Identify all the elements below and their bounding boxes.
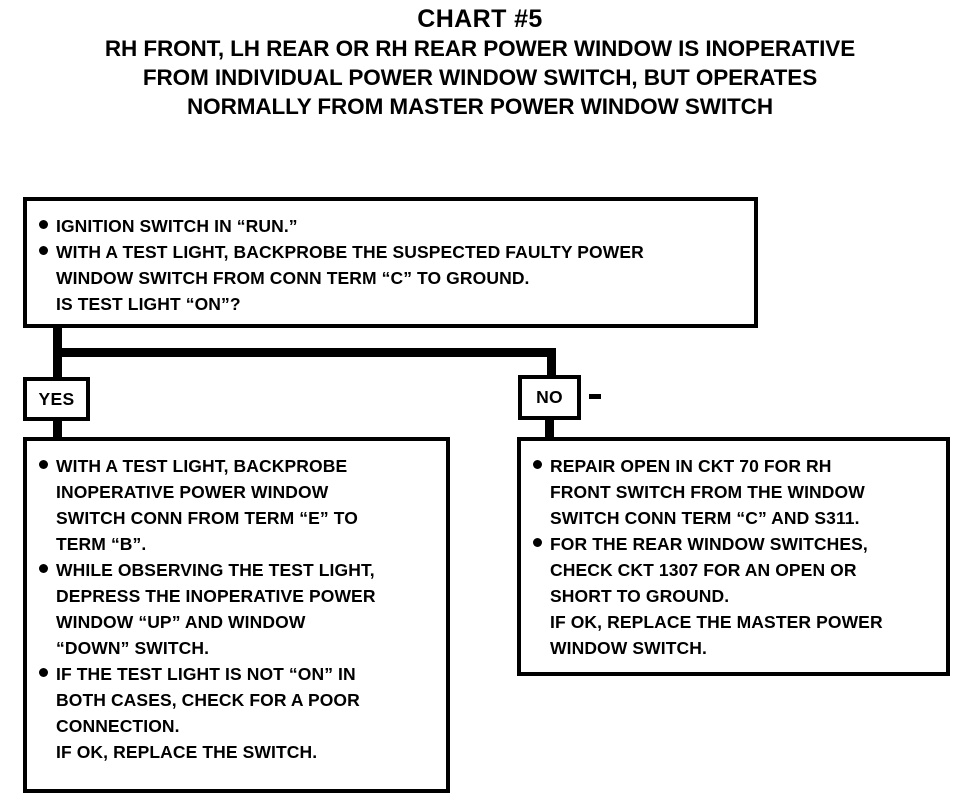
connector-stem-from-decision	[53, 328, 62, 357]
list-item: REPAIR OPEN IN CKT 70 FOR RH FRONT SWITC…	[521, 453, 946, 531]
no-outcome-box: REPAIR OPEN IN CKT 70 FOR RH FRONT SWITC…	[517, 437, 950, 676]
list-item: WHILE OBSERVING THE TEST LIGHT, DEPRESS …	[27, 557, 446, 661]
text-line: WINDOW SWITCH.	[550, 638, 707, 658]
text-line: WHILE OBSERVING THE TEST LIGHT,	[56, 560, 375, 580]
text-line: WINDOW “UP” AND WINDOW	[56, 612, 306, 632]
text-line: WITH A TEST LIGHT, BACKPROBE	[56, 456, 348, 476]
text-line: IF OK, REPLACE THE SWITCH.	[56, 742, 318, 762]
connector-branch-bar	[53, 348, 556, 357]
bullet-icon	[521, 531, 550, 557]
bullet-icon	[27, 213, 56, 239]
text-line: SWITCH CONN TERM “C” AND S311.	[550, 508, 860, 528]
text-line: IF OK, REPLACE THE MASTER POWER	[550, 612, 883, 632]
text-line: FRONT SWITCH FROM THE WINDOW	[550, 482, 865, 502]
bullet-icon	[27, 453, 56, 479]
list-item-text: WHILE OBSERVING THE TEST LIGHT, DEPRESS …	[56, 557, 446, 661]
list-item-text: WITH A TEST LIGHT, BACKPROBE THE SUSPECT…	[56, 239, 754, 317]
text-line: CONNECTION.	[56, 716, 180, 736]
yes-outcome-bullet-list: WITH A TEST LIGHT, BACKPROBE INOPERATIVE…	[27, 441, 446, 801]
list-item: IF THE TEST LIGHT IS NOT “ON” IN BOTH CA…	[27, 661, 446, 765]
no-outcome-bullet-list: REPAIR OPEN IN CKT 70 FOR RH FRONT SWITC…	[521, 441, 946, 684]
decision-bullet-list: IGNITION SWITCH IN “RUN.” WITH A TEST LI…	[27, 201, 754, 336]
text-line: BOTH CASES, CHECK FOR A POOR	[56, 690, 360, 710]
chart-number: CHART #5	[417, 5, 543, 33]
chart-subtitle-line-3: NORMALLY FROM MASTER POWER WINDOW SWITCH	[187, 94, 773, 119]
list-item: IGNITION SWITCH IN “RUN.”	[27, 213, 754, 239]
chart-subtitle-line-1: RH FRONT, LH REAR OR RH REAR POWER WINDO…	[104, 36, 856, 61]
text-line: WINDOW SWITCH FROM CONN TERM “C” TO GROU…	[56, 268, 530, 288]
list-item-text: WITH A TEST LIGHT, BACKPROBE INOPERATIVE…	[56, 453, 446, 557]
chart-subtitle-line-2: FROM INDIVIDUAL POWER WINDOW SWITCH, BUT…	[142, 65, 818, 90]
list-item: WITH A TEST LIGHT, BACKPROBE INOPERATIVE…	[27, 453, 446, 557]
decision-box: IGNITION SWITCH IN “RUN.” WITH A TEST LI…	[23, 197, 758, 328]
text-line: TERM “B”.	[56, 534, 147, 554]
text-line: SWITCH CONN FROM TERM “E” TO	[56, 508, 358, 528]
text-line: IS TEST LIGHT “ON”?	[56, 294, 241, 314]
text-line: REPAIR OPEN IN CKT 70 FOR RH	[550, 456, 832, 476]
connector-stem-to-no	[547, 352, 556, 377]
list-item: WITH A TEST LIGHT, BACKPROBE THE SUSPECT…	[27, 239, 754, 317]
chart-title-block: CHART #5 RH FRONT, LH REAR OR RH REAR PO…	[0, 4, 960, 121]
text-line: FOR THE REAR WINDOW SWITCHES,	[550, 534, 868, 554]
connector-stem-to-yes	[53, 357, 62, 379]
branch-label-yes-text: YES	[38, 389, 75, 409]
text-line: “DOWN” SWITCH.	[56, 638, 210, 658]
bullet-icon	[27, 239, 56, 265]
list-item-text: REPAIR OPEN IN CKT 70 FOR RH FRONT SWITC…	[550, 453, 946, 531]
connector-yes-to-outcome	[53, 420, 62, 439]
text-line: SHORT TO GROUND.	[550, 586, 730, 606]
bullet-icon	[27, 557, 56, 583]
branch-label-no-text: NO	[536, 387, 563, 407]
list-item-text: IGNITION SWITCH IN “RUN.”	[56, 213, 754, 239]
list-item: FOR THE REAR WINDOW SWITCHES, CHECK CKT …	[521, 531, 946, 661]
text-line: IGNITION SWITCH IN “RUN.”	[56, 216, 298, 236]
list-item-text: FOR THE REAR WINDOW SWITCHES, CHECK CKT …	[550, 531, 946, 661]
branch-label-no: NO	[518, 375, 581, 420]
text-line: INOPERATIVE POWER WINDOW	[56, 482, 329, 502]
text-line: WITH A TEST LIGHT, BACKPROBE THE SUSPECT…	[56, 242, 644, 262]
text-line: DEPRESS THE INOPERATIVE POWER	[56, 586, 376, 606]
branch-label-yes: YES	[23, 377, 90, 421]
bullet-icon	[27, 661, 56, 687]
connector-no-to-outcome	[545, 420, 554, 439]
bullet-icon	[521, 453, 550, 479]
text-line: CHECK CKT 1307 FOR AN OPEN OR	[550, 560, 857, 580]
yes-outcome-box: WITH A TEST LIGHT, BACKPROBE INOPERATIVE…	[23, 437, 450, 793]
text-line: IF THE TEST LIGHT IS NOT “ON” IN	[56, 664, 356, 684]
list-item-text: IF THE TEST LIGHT IS NOT “ON” IN BOTH CA…	[56, 661, 446, 765]
dash-mark-icon	[589, 394, 601, 399]
